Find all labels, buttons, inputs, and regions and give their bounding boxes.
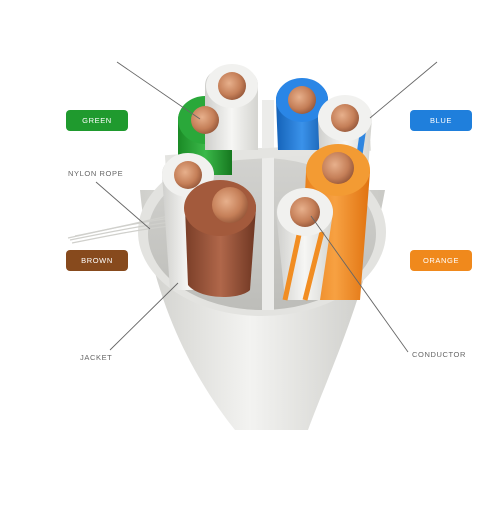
green-label: GREEN xyxy=(66,110,128,131)
blue-pair xyxy=(276,78,372,170)
leader-blue-copper xyxy=(369,61,438,119)
nylon-rope xyxy=(67,214,174,244)
orange-label: ORANGE xyxy=(410,250,472,271)
leader-conductor xyxy=(310,215,409,353)
leader-jacket xyxy=(109,282,179,351)
nylon-rope-label: NYLON ROPE xyxy=(68,169,124,178)
blue-label: BLUE xyxy=(410,110,472,131)
jacket-label: JACKET xyxy=(80,353,113,362)
leader-nylon-rope xyxy=(95,181,151,230)
brown-label: BROWN xyxy=(66,250,128,271)
conductor-label: CONDUCTOR xyxy=(412,350,467,359)
leader-green-copper xyxy=(116,61,201,120)
orange-pair xyxy=(276,144,370,301)
brown-pair xyxy=(162,153,256,297)
leader-lines xyxy=(95,61,438,353)
